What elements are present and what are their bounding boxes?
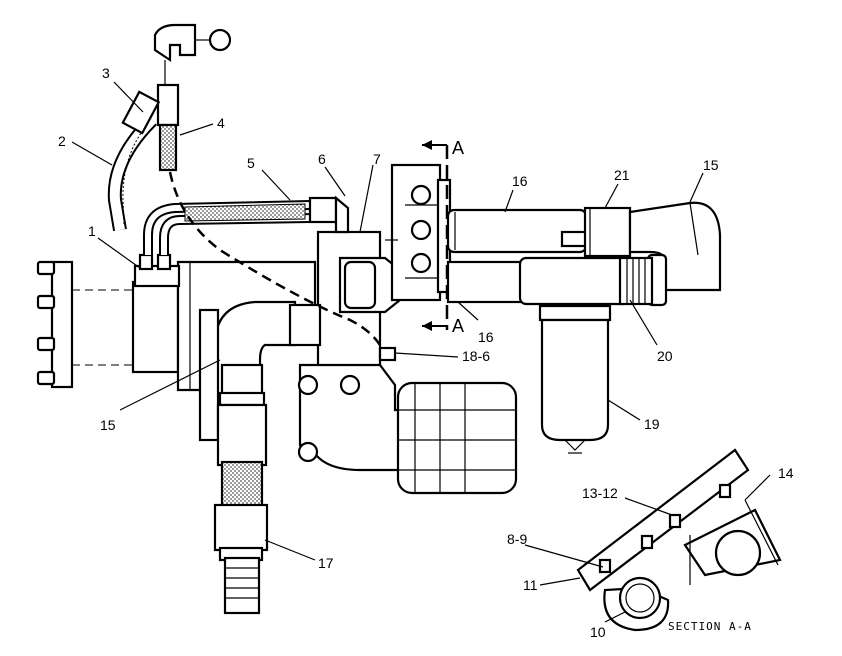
upper-tube-16 (446, 208, 594, 254)
label-10: 10 (590, 624, 606, 640)
section-caption: SECTION A-A (668, 620, 752, 633)
label-21: 21 (614, 167, 630, 183)
sensor-assembly (121, 23, 232, 172)
mounting-bracket (385, 163, 452, 302)
label-19: 19 (644, 416, 660, 432)
label-2: 2 (58, 133, 66, 149)
label-6: 6 (318, 151, 326, 167)
leader-lines (71, 81, 771, 623)
wire-route (168, 171, 382, 346)
clamp-21 (583, 206, 632, 258)
label-14: 14 (778, 465, 794, 481)
hoses (107, 115, 350, 255)
label-4: 4 (217, 115, 225, 131)
left-flange (36, 260, 135, 389)
label-8-9: 8-9 (507, 531, 527, 547)
filter-19 (538, 304, 612, 454)
label-16-upper: 16 (512, 173, 528, 189)
label-15-right: 15 (703, 157, 719, 173)
lower-manifold (297, 363, 518, 495)
label-15-left: 15 (100, 417, 116, 433)
label-3: 3 (102, 65, 110, 81)
label-17: 17 (318, 555, 334, 571)
lower-tube-16 (446, 256, 654, 306)
label-11: 11 (523, 577, 538, 593)
valve-7 (288, 230, 402, 369)
label-20: 20 (657, 348, 673, 364)
section-marker-bottom: A (452, 316, 464, 336)
section-line (422, 140, 449, 331)
section-detail (576, 448, 782, 632)
label-18-6: 18-6 (462, 348, 490, 364)
label-13-12: 13-12 (582, 485, 618, 501)
section-marker-top: A (452, 138, 464, 158)
hose-17 (213, 363, 269, 615)
label-5: 5 (247, 155, 255, 171)
label-1: 1 (88, 223, 96, 239)
label-7: 7 (373, 151, 381, 167)
label-16-lower: 16 (478, 329, 494, 345)
